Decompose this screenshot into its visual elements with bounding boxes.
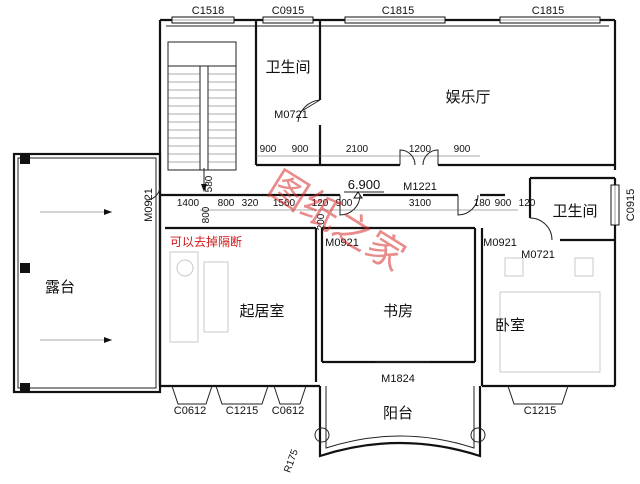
room-label-bathroom-right: 卫生间 bbox=[552, 202, 597, 220]
dimension-r175: R175 bbox=[282, 448, 301, 475]
door-label-m0921-mid: M0921 bbox=[325, 237, 359, 249]
window-label-c1815-a: C1815 bbox=[382, 5, 414, 17]
staircase bbox=[167, 41, 237, 192]
room-label-study: 书房 bbox=[383, 302, 413, 320]
window-label-c1518: C1518 bbox=[192, 5, 224, 17]
door-label-m0721-right: M0721 bbox=[521, 249, 555, 261]
dimension-900-b: 900 bbox=[292, 144, 309, 155]
dimension-900-e: 900 bbox=[495, 198, 512, 209]
window-label-c0915-right: C0915 bbox=[625, 189, 637, 221]
dimension-3100: 3100 bbox=[409, 198, 432, 209]
dimension-320: 320 bbox=[242, 198, 259, 209]
window-label-c1215-b: C1215 bbox=[524, 405, 556, 417]
side-windows bbox=[171, 184, 620, 405]
window-label-c0915-top: C0915 bbox=[272, 5, 304, 17]
door-label-m1221: M1221 bbox=[403, 181, 437, 193]
dimension-120-a: 120 bbox=[312, 198, 329, 209]
dimension-580: 580 bbox=[204, 175, 215, 192]
door-label-m0721-top: M0721 bbox=[274, 109, 308, 121]
window-label-c0612-a: C0612 bbox=[174, 405, 206, 417]
door-label-m1824: M1824 bbox=[381, 373, 415, 385]
dimension-1200: 1200 bbox=[409, 144, 432, 155]
dimension-900-d: 900 bbox=[336, 198, 353, 209]
dimension-800-b: 800 bbox=[218, 198, 235, 209]
dimension-180: 180 bbox=[474, 198, 491, 209]
room-label-balcony: 阳台 bbox=[383, 404, 413, 422]
room-label-terrace: 露台 bbox=[45, 278, 75, 296]
dimension-800-a: 800 bbox=[201, 206, 212, 223]
elevation-marker bbox=[344, 191, 384, 199]
elevation-label: 6.900 bbox=[348, 177, 381, 192]
partition-note: 可以去掉隔断 bbox=[170, 234, 242, 249]
door-label-m0921-right: M0921 bbox=[483, 237, 517, 249]
dimension-900-c: 900 bbox=[454, 144, 471, 155]
dimension-lines bbox=[200, 155, 518, 211]
dimension-900-a: 900 bbox=[260, 144, 277, 155]
window-label-c1815-b: C1815 bbox=[532, 5, 564, 17]
door-label-m0921-left: M0921 bbox=[143, 188, 155, 222]
furniture-outlines bbox=[169, 251, 601, 373]
watermark-text: 图纸之家 bbox=[261, 162, 413, 280]
dimension-1560: 1560 bbox=[273, 198, 296, 209]
window-label-c0612-b: C0612 bbox=[272, 405, 304, 417]
dimension-1400: 1400 bbox=[177, 198, 200, 209]
terrace-area bbox=[12, 152, 162, 394]
balcony-area bbox=[314, 361, 486, 458]
dimension-120-b: 120 bbox=[519, 198, 536, 209]
room-label-living: 起居室 bbox=[239, 302, 284, 320]
room-label-bedroom: 卧室 bbox=[495, 316, 525, 334]
room-label-bathroom-left: 卫生间 bbox=[265, 58, 310, 76]
window-label-c1215-a: C1215 bbox=[226, 405, 258, 417]
interior-walls bbox=[160, 20, 615, 386]
dimension-2100: 2100 bbox=[346, 144, 369, 155]
room-label-entertainment: 娱乐厅 bbox=[445, 88, 490, 106]
top-windows bbox=[171, 16, 601, 24]
dimension-200: 200 bbox=[316, 213, 327, 230]
